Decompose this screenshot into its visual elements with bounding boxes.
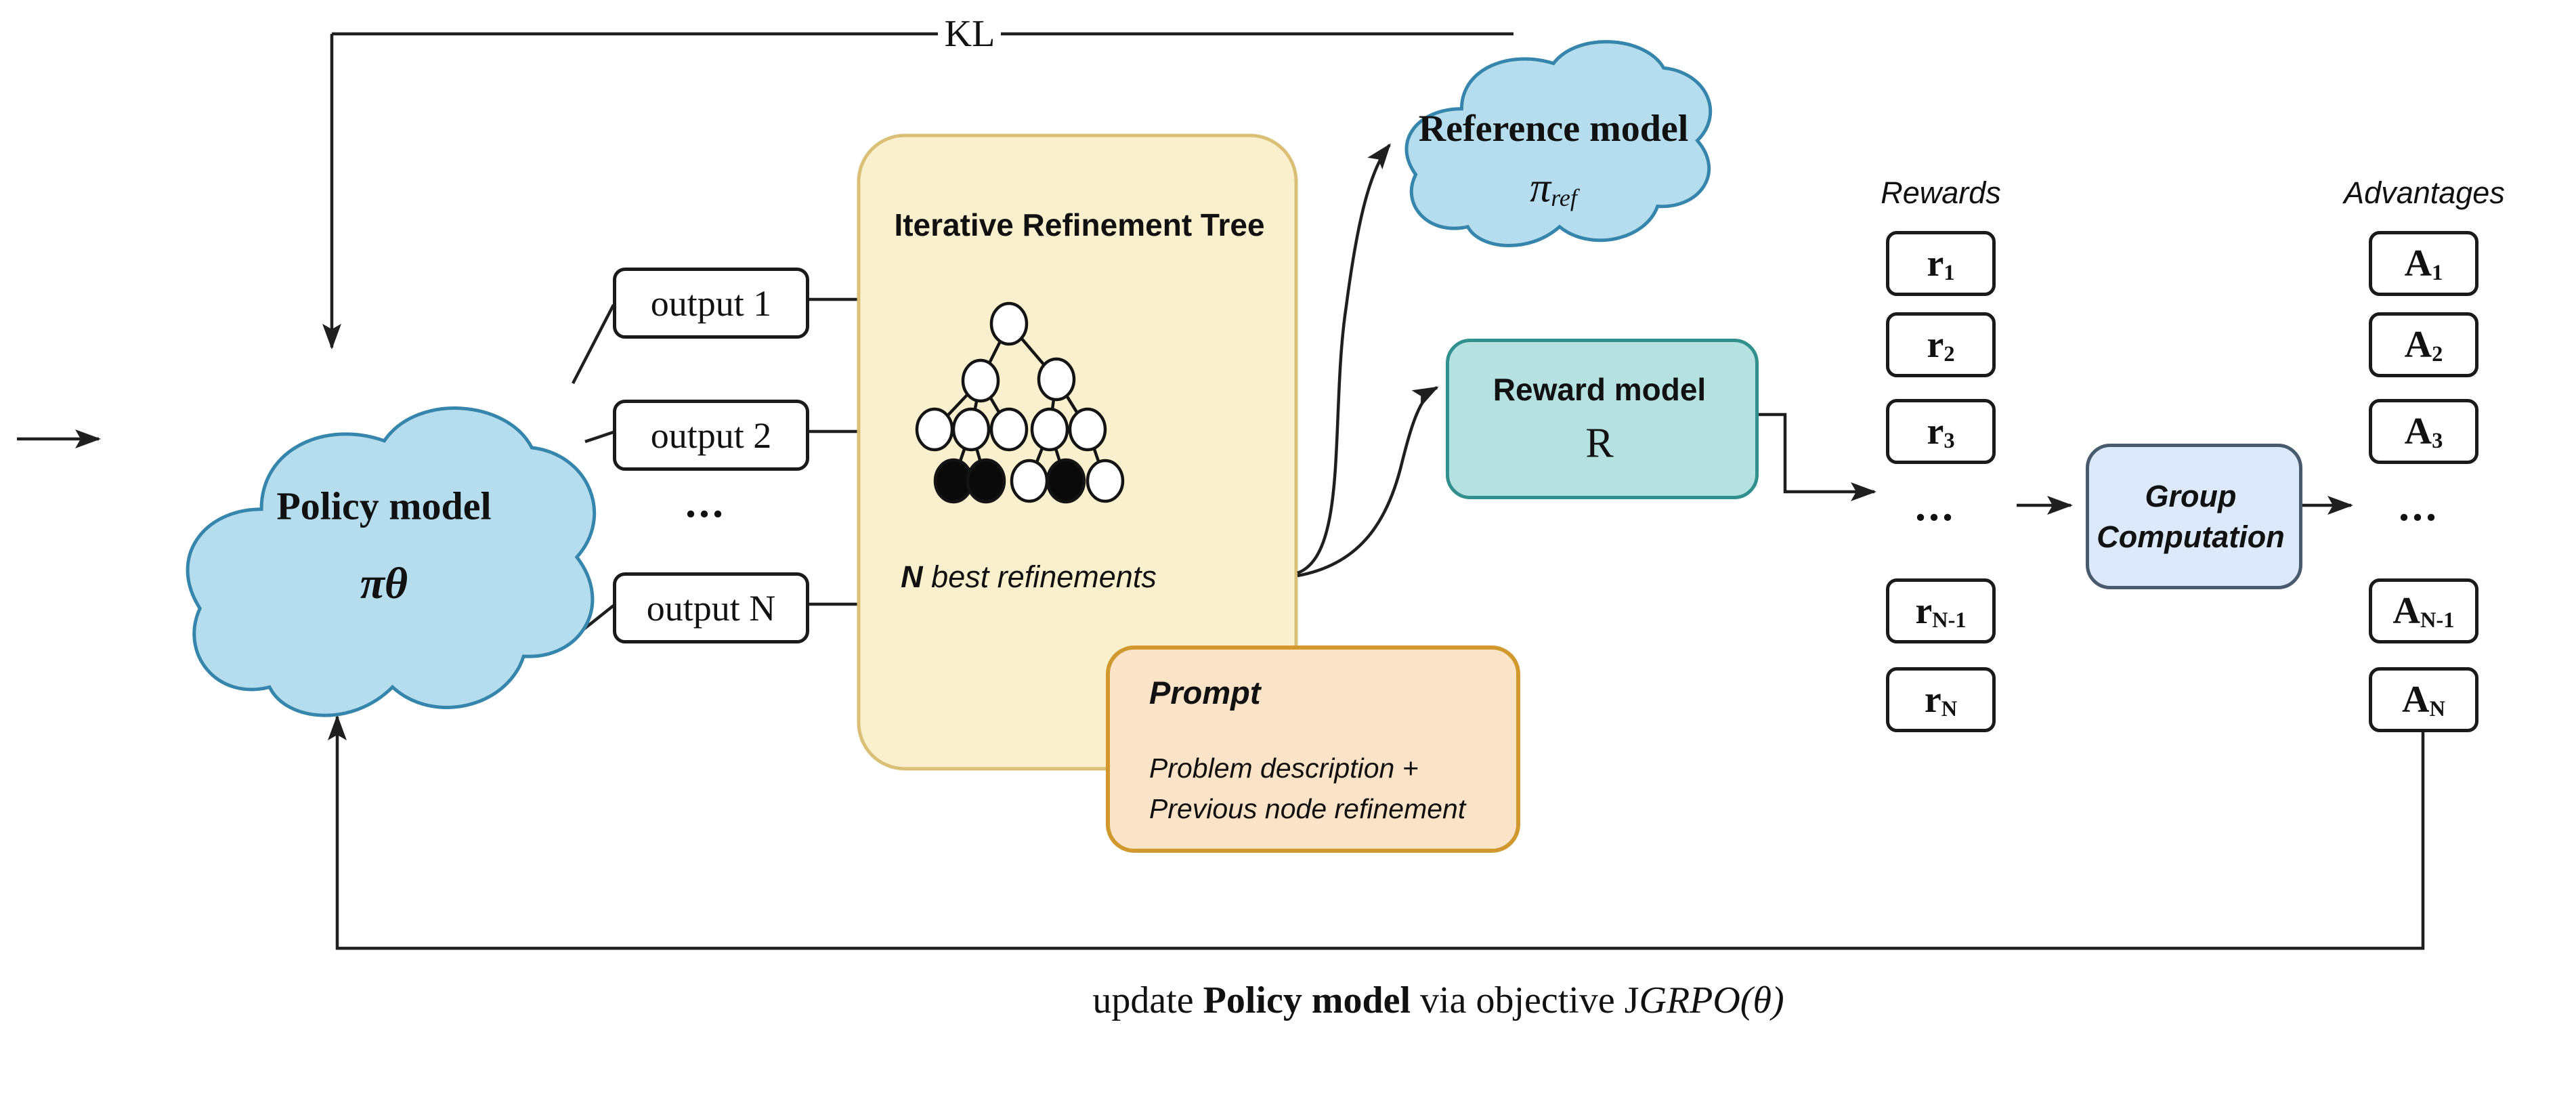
update-text-bold: Policy model xyxy=(1203,979,1411,1021)
policy-cloud-shape xyxy=(188,408,595,716)
advantage-aN1-label: AN-1 xyxy=(2392,589,2455,633)
pi-symbol: π xyxy=(1530,165,1551,211)
output-N-box: output N xyxy=(613,572,809,643)
prompt-line1: Problem description + xyxy=(1149,753,1419,784)
feedback-loop-line xyxy=(328,715,2425,950)
advantage-a1-label: A1 xyxy=(2404,242,2443,285)
advantage-aN-box: AN xyxy=(2369,667,2478,732)
output-1-label: output 1 xyxy=(650,282,772,324)
advantage-a1-box: A1 xyxy=(2369,231,2478,296)
group-computation-line1: Group xyxy=(2145,479,2237,513)
advantage-aN-label: AN xyxy=(2402,678,2445,721)
tree-panel-title: Iterative Refinement Tree xyxy=(894,207,1265,242)
group-computation-box xyxy=(2086,444,2302,589)
reward-rN-label: rN xyxy=(1924,678,1958,721)
tree-node xyxy=(1068,407,1107,452)
tree-caption-rest: best refinements xyxy=(922,559,1157,594)
pi-subscript: ref xyxy=(1551,184,1577,211)
tree-caption-n: N xyxy=(901,559,923,594)
reward-rN1-label: rN-1 xyxy=(1915,589,1967,633)
update-text-mid: via objective xyxy=(1411,979,1625,1021)
prompt-title: Prompt xyxy=(1149,675,1261,711)
tree-node-selected xyxy=(966,458,1006,504)
update-objective-text: update Policy model via objective JGRPO(… xyxy=(1054,935,1784,1065)
advantage-a2-box: A2 xyxy=(2369,312,2478,377)
reward-model-box xyxy=(1446,339,1759,499)
advantage-a3-label: A3 xyxy=(2404,410,2443,453)
kl-label: KL xyxy=(944,13,995,55)
reference-model-label: Reference model xyxy=(1418,108,1689,150)
advantage-aN1-box: AN-1 xyxy=(2369,578,2478,643)
tree-caption: N best refinements xyxy=(867,524,1157,630)
output-2-box: output 2 xyxy=(613,400,809,471)
group-computation-line2: Computation xyxy=(2097,520,2285,554)
rewards-header: Rewards xyxy=(1881,175,2001,210)
curve-to-reference-arrow xyxy=(1297,143,1391,575)
tree-node xyxy=(1010,459,1049,503)
prompt-box: Prompt Problem description + Previous no… xyxy=(1106,646,1520,853)
objective-name: GRPO xyxy=(1639,979,1740,1021)
reward-r1-box: r1 xyxy=(1886,231,1996,296)
reward-r2-label: r2 xyxy=(1927,323,1955,366)
reward-r1-label: r1 xyxy=(1927,242,1955,285)
policy-model-symbol: πθ xyxy=(360,559,408,608)
advantage-a2-label: A2 xyxy=(2404,323,2443,366)
refinement-tree-nodes xyxy=(915,301,1125,504)
reference-model-symbol: πref xyxy=(1530,165,1577,213)
output-2-label: output 2 xyxy=(650,415,772,456)
reward-r2-box: r2 xyxy=(1886,312,1996,377)
tree-node xyxy=(989,407,1029,452)
reward-r3-label: r3 xyxy=(1927,410,1955,453)
update-text-pre: update xyxy=(1092,979,1203,1021)
tree-node xyxy=(1030,407,1069,452)
prompt-line2: Previous node refinement xyxy=(1149,793,1466,824)
policy-model-label: Policy model xyxy=(276,484,492,528)
tree-node xyxy=(951,407,991,452)
tree-node xyxy=(1037,357,1076,402)
reference-cloud-shape xyxy=(1407,42,1711,246)
tree-node xyxy=(1086,459,1125,503)
tree-node xyxy=(961,358,1000,403)
objective-j: J xyxy=(1624,979,1639,1021)
refinement-tree-panel xyxy=(857,133,1298,771)
reward-r3-box: r3 xyxy=(1886,399,1996,464)
advantages-header: Advantages xyxy=(2344,175,2505,210)
cloud-output2-link xyxy=(584,430,614,444)
reward-model-label: Reward model xyxy=(1493,372,1706,407)
reward-rN-box: rN xyxy=(1886,667,1996,732)
cloud-output1-link xyxy=(572,303,615,385)
output-1-box: output 1 xyxy=(613,268,809,339)
output-N-label: output N xyxy=(646,587,776,629)
tree-node-selected xyxy=(1046,458,1086,504)
tree-node xyxy=(915,407,954,452)
curve-to-reward-arrow xyxy=(1297,386,1439,578)
reward-elbow-connector xyxy=(1752,412,1876,501)
reward-rN1-box: rN-1 xyxy=(1886,578,1996,643)
reward-model-symbol: R xyxy=(1585,420,1614,467)
tree-node xyxy=(989,301,1029,346)
advantage-a3-box: A3 xyxy=(2369,399,2478,464)
objective-args: (θ) xyxy=(1740,979,1784,1021)
